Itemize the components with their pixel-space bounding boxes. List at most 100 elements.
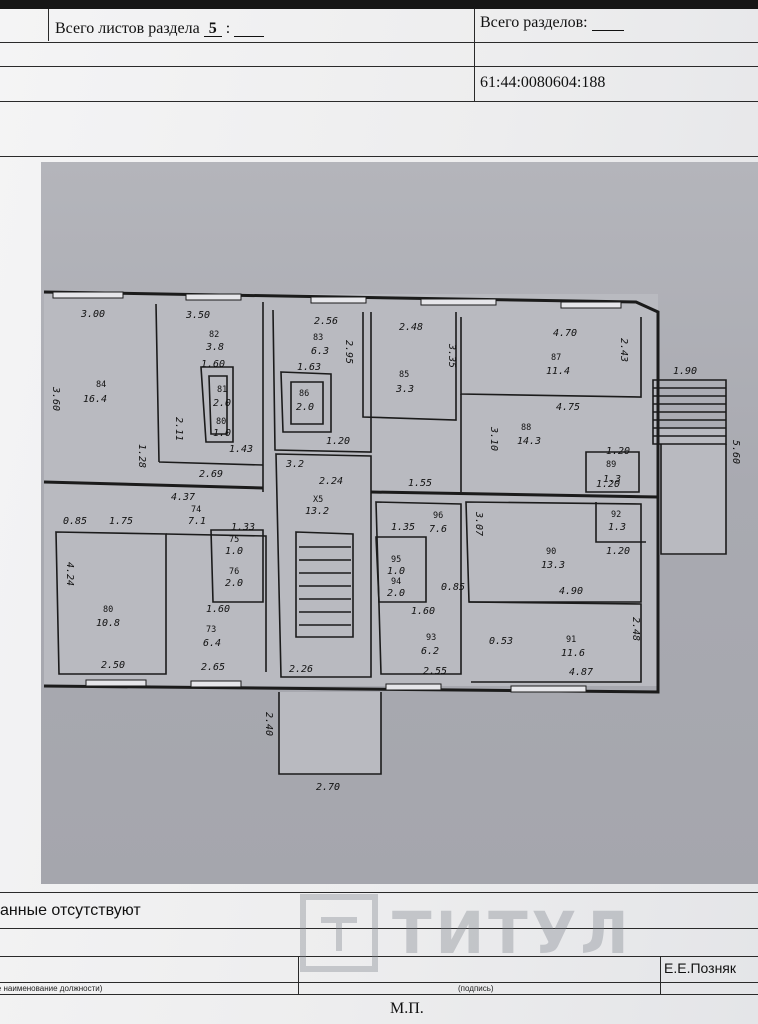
dim-10: 1.43 xyxy=(229,444,253,455)
footer-line-4 xyxy=(0,982,758,983)
sheets-field: Всего листов раздела 5 : xyxy=(55,20,265,38)
dim-34: 4.24 xyxy=(64,562,75,586)
partition-4 xyxy=(362,312,457,421)
dim-39: 1.20 xyxy=(596,479,620,490)
sheets-label: Всего листов раздела xyxy=(55,20,200,37)
room-80-label: 80 xyxy=(216,417,226,427)
dim-33: 0.85 xyxy=(63,516,87,527)
dim-28: 2.55 xyxy=(423,666,447,677)
room-82-area: 3.8 xyxy=(205,342,224,353)
footer-line-5 xyxy=(0,994,758,995)
room-86-area: 2.0 xyxy=(296,402,314,413)
bath-1 xyxy=(200,366,234,443)
dim-27: 2.26 xyxy=(289,664,313,675)
room-89-label: 89 xyxy=(606,460,616,470)
partition-6 xyxy=(460,394,640,493)
partition-9 xyxy=(375,501,462,675)
window-bottom-3 xyxy=(385,683,442,691)
room-73-label: 73 xyxy=(206,625,216,635)
footer-line-2 xyxy=(0,928,758,929)
dim-35: 2.48 xyxy=(630,617,641,641)
sheets-value: 5 xyxy=(203,21,222,37)
dim-20: 1.35 xyxy=(391,522,415,533)
dim-45: 2.11 xyxy=(173,417,184,441)
floor-plan: 84 16.4 82 3.8 81 2.0 80 1.0 83 6.3 86 2… xyxy=(41,162,758,884)
header-line-3 xyxy=(0,101,758,102)
dim-16: 1.20 xyxy=(606,446,630,457)
room-85-area: 3.3 xyxy=(395,384,414,395)
room-93-area: 6.2 xyxy=(421,646,439,657)
watermark-logo-glyph xyxy=(321,916,357,951)
sections-field: Всего разделов: xyxy=(480,14,624,32)
position-caption: (полное наименование должности) xyxy=(0,984,103,993)
dim-14: 4.75 xyxy=(556,402,580,413)
footer-line-3 xyxy=(0,956,758,957)
room-87-label: 87 xyxy=(551,353,561,363)
dim-18: 1.75 xyxy=(109,516,133,527)
room-88-label: 88 xyxy=(521,423,531,433)
window-top-3 xyxy=(310,296,367,304)
entrance-step-lines xyxy=(653,387,726,437)
dim-9: 1.63 xyxy=(297,362,321,373)
dim-30: 2.70 xyxy=(316,782,340,793)
window-top-2 xyxy=(185,293,242,301)
signer-name: Е.Е.Позняк xyxy=(664,960,737,976)
dim-37: 1.20 xyxy=(606,546,630,557)
room-76-label: 76 xyxy=(229,567,239,577)
porch-outline xyxy=(278,692,382,775)
room-83-label: 83 xyxy=(313,333,323,343)
partition-10 xyxy=(465,501,642,603)
stair-core xyxy=(275,453,372,678)
dim-2: 3.50 xyxy=(185,310,210,321)
floor-fill xyxy=(44,294,658,686)
room-94-area: 2.0 xyxy=(387,588,405,599)
header-line-1 xyxy=(0,42,758,43)
room-91-label: 91 xyxy=(566,635,576,645)
dim-13: 1.20 xyxy=(326,436,350,447)
dim-24: 4.90 xyxy=(559,586,583,597)
room-86-label: 86 xyxy=(299,389,309,399)
floor-plan-drawing: 84 16.4 82 3.8 81 2.0 80 1.0 83 6.3 86 2… xyxy=(43,290,741,793)
window-bottom-2 xyxy=(190,680,242,688)
room-80b-area: 10.8 xyxy=(96,618,120,629)
room-82-label: 82 xyxy=(209,330,219,340)
room-83-area: 6.3 xyxy=(311,346,329,357)
dim-23: 1.60 xyxy=(411,606,435,617)
dim-41: 3.35 xyxy=(446,343,457,368)
dim-32: 5.60 xyxy=(730,440,741,464)
partition-1 xyxy=(155,303,264,466)
footer-line-1 xyxy=(0,892,758,893)
dim-1: 3.00 xyxy=(80,309,105,320)
dim-17: 4.37 xyxy=(171,492,195,503)
bath-2 xyxy=(280,371,332,433)
room-90-area: 13.3 xyxy=(541,560,565,571)
room-90-label: 90 xyxy=(546,547,556,557)
dim-5: 4.70 xyxy=(553,328,577,339)
room-94-label: 94 xyxy=(391,577,401,587)
dim-22: 1.60 xyxy=(206,604,230,615)
dim-40: 2.43 xyxy=(618,338,629,362)
room-96-area: 7.6 xyxy=(429,524,447,535)
stair-entrance-fill xyxy=(656,427,726,555)
dim-42: 3.10 xyxy=(488,426,499,451)
top-dark-edge xyxy=(0,0,758,9)
dim-19: 1.33 xyxy=(231,522,255,533)
stamp-place: М.П. xyxy=(390,1000,424,1017)
room-84-area: 16.4 xyxy=(83,394,107,405)
room-74-label: 74 xyxy=(191,505,201,515)
footer-divider-1 xyxy=(298,956,299,994)
dim-46: 3.2 xyxy=(285,459,304,470)
room-76-area: 2.0 xyxy=(225,578,243,589)
window-top-5 xyxy=(560,301,622,309)
entrance-platform xyxy=(660,444,727,555)
room-96-label: 96 xyxy=(433,511,443,521)
dim-29: 4.87 xyxy=(569,667,593,678)
room-85-label: 85 xyxy=(399,370,409,380)
dim-11: 2.69 xyxy=(199,469,223,480)
header-line-4 xyxy=(0,156,758,157)
footer-divider-2 xyxy=(660,956,661,994)
room-x5-area: 13.2 xyxy=(305,506,329,517)
dim-25: 2.50 xyxy=(101,660,125,671)
dim-4: 2.48 xyxy=(399,322,423,333)
